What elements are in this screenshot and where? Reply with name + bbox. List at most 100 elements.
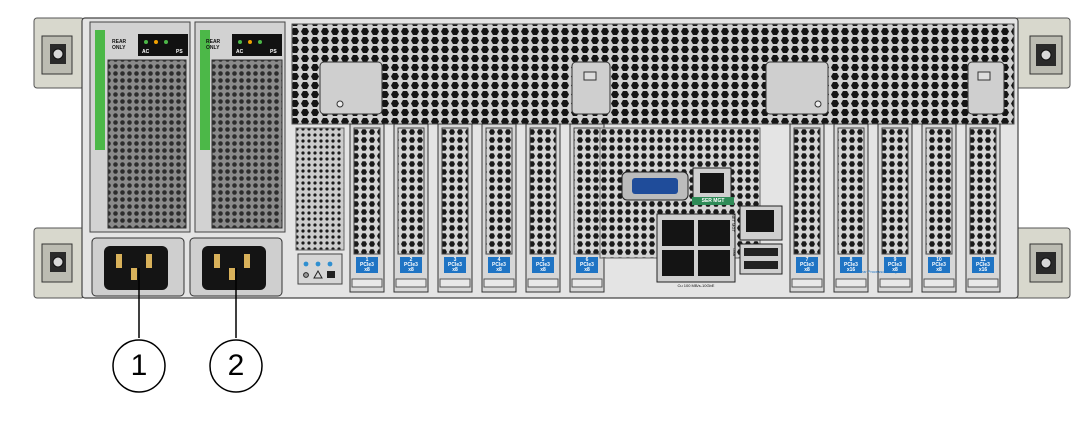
ac-inlet-0[interactable]	[91, 237, 185, 297]
rear-processor-note: Rear Processors Only	[858, 269, 898, 274]
pcie-slot-8-foot	[835, 278, 867, 288]
usb-label: USB	[732, 248, 737, 257]
pcie-slot-type: PCIe3	[448, 262, 462, 268]
left-upper-bracket	[33, 17, 85, 89]
pcie-slot-11-foot	[967, 278, 999, 288]
net-mgt-label: NET MGT	[731, 214, 736, 232]
pcie-slot-type: PCIe3	[580, 262, 594, 268]
pcie-slot-number: 7	[805, 257, 809, 263]
pcie-slot-3-tag	[444, 257, 466, 273]
pcie-slot-11-tag	[972, 257, 994, 273]
pcie-slot-group	[349, 123, 1001, 293]
psu-0-ps-label: PS	[176, 49, 183, 55]
pcie-slot-width: x8	[364, 267, 370, 273]
usb-ports[interactable]	[739, 243, 783, 275]
grille-latch-far-right	[967, 61, 1005, 115]
pcie-slot-number: 8	[849, 257, 853, 263]
pcie-slot-number: 9	[893, 257, 897, 263]
pcie-slot-4-tag	[488, 257, 510, 273]
pcie-slot-8-grille	[837, 127, 865, 255]
pcie-slot-10-foot	[923, 278, 955, 288]
psu-1-status-panel	[232, 34, 282, 56]
pcie-slot-number: 2	[409, 257, 413, 263]
pcie-slot-type: PCIe3	[976, 262, 990, 268]
pcie-slot-number: 11	[980, 257, 986, 263]
pcie-slot-type: PCIe3	[404, 262, 418, 268]
psu-1-rear-only-line1: REAR	[206, 39, 221, 45]
pcie-slot-width: x8	[936, 267, 942, 273]
pcie-slot-3-grille	[441, 127, 469, 255]
pcie-slot-type: PCIe3	[360, 262, 374, 268]
left-vent-area	[295, 127, 345, 251]
pcie-slot-type: PCIe3	[492, 262, 506, 268]
system-status-indicators	[297, 253, 343, 285]
pcie-slot-5-grille	[529, 127, 557, 255]
grille-latch-center	[571, 61, 611, 115]
net-speed-label: Cu 100 MB/s-10GbE	[677, 283, 715, 288]
pcie-slot-type: PCIe3	[844, 262, 858, 268]
pcie-slot-4-foot	[483, 278, 515, 288]
pcie-slot-1-grille	[353, 127, 381, 255]
pcie-slot-2-grille	[397, 127, 425, 255]
net-mgt-port[interactable]	[739, 205, 783, 241]
pcie-slot-4-grille	[485, 127, 513, 255]
pcie-slot-number: 3	[453, 257, 457, 263]
psu-0-status-panel	[138, 34, 188, 56]
top-vent-grille	[291, 23, 1015, 125]
pcie-slot-width: x8	[892, 267, 898, 273]
psu-0-rear-only-line1: REAR	[112, 39, 127, 45]
pcie-slot-10-grille	[925, 127, 953, 255]
right-lower-bracket	[1014, 227, 1071, 299]
psu-0-release-lever[interactable]	[95, 30, 105, 150]
pcie-slot-7-grille	[793, 127, 821, 255]
left-lower-bracket	[33, 227, 85, 299]
ac-inlet-1[interactable]	[189, 237, 283, 297]
right-upper-bracket	[1014, 17, 1071, 89]
pcie-slot-width: x16	[978, 267, 988, 273]
pcie-slot-10-tag	[928, 257, 950, 273]
pcie-slot-width: x8	[452, 267, 458, 273]
callout-2-circle	[209, 339, 263, 393]
callout-1-circle	[112, 339, 166, 393]
pcie-slot-6-grille	[573, 127, 601, 255]
pcie-slot-3-foot	[439, 278, 471, 288]
grille-latch-left	[319, 61, 383, 115]
pcie-slot-11-grille	[969, 127, 997, 255]
pcie-slot-9-tag	[884, 257, 906, 273]
pcie-slot-number: 6	[585, 257, 589, 263]
pcie-slot-1-tag	[356, 257, 378, 273]
ser-mgt-port[interactable]	[692, 167, 732, 199]
pcie-slot-number: 10	[936, 257, 942, 263]
pcie-slot-width: x16	[846, 267, 856, 273]
grille-latch-right	[765, 61, 829, 115]
callout-1: 1	[130, 349, 148, 382]
pcie-slot-2-foot	[395, 278, 427, 288]
pcie-slot-width: x8	[408, 267, 414, 273]
pcie-slot-type: PCIe3	[800, 262, 814, 268]
pcie-slot-1-foot	[351, 278, 383, 288]
ser-mgt-label-box	[692, 197, 734, 205]
pcie-slot-type: PCIe3	[888, 262, 902, 268]
pcie-slot-6-tag	[576, 257, 598, 273]
pcie-slot-5-tag	[532, 257, 554, 273]
pcie-slot-width: x8	[804, 267, 810, 273]
psu-1-ps-label: PS	[270, 49, 277, 55]
pcie-slot-7-foot	[791, 278, 823, 288]
pcie-slot-7-tag	[796, 257, 818, 273]
network-ports[interactable]	[656, 213, 736, 283]
psu-1-ac-label: AC	[236, 49, 244, 55]
power-supply-0	[89, 21, 191, 233]
pcie-slot-number: 1	[365, 257, 369, 263]
pcie-slot-9-grille	[881, 127, 909, 255]
pcie-slot-number: 5	[541, 257, 545, 263]
pcie-slot-number: 4	[497, 257, 501, 263]
pcie-slot-width: x8	[540, 267, 546, 273]
pcie-slot-type: PCIe3	[932, 262, 946, 268]
callout-2: 2	[227, 349, 245, 382]
pcie-slot-width: x8	[496, 267, 502, 273]
pcie-slot-type: PCIe3	[536, 262, 550, 268]
psu-1-release-lever[interactable]	[200, 30, 210, 150]
pcie-slot-9-foot	[879, 278, 911, 288]
vga-port[interactable]	[621, 171, 689, 201]
